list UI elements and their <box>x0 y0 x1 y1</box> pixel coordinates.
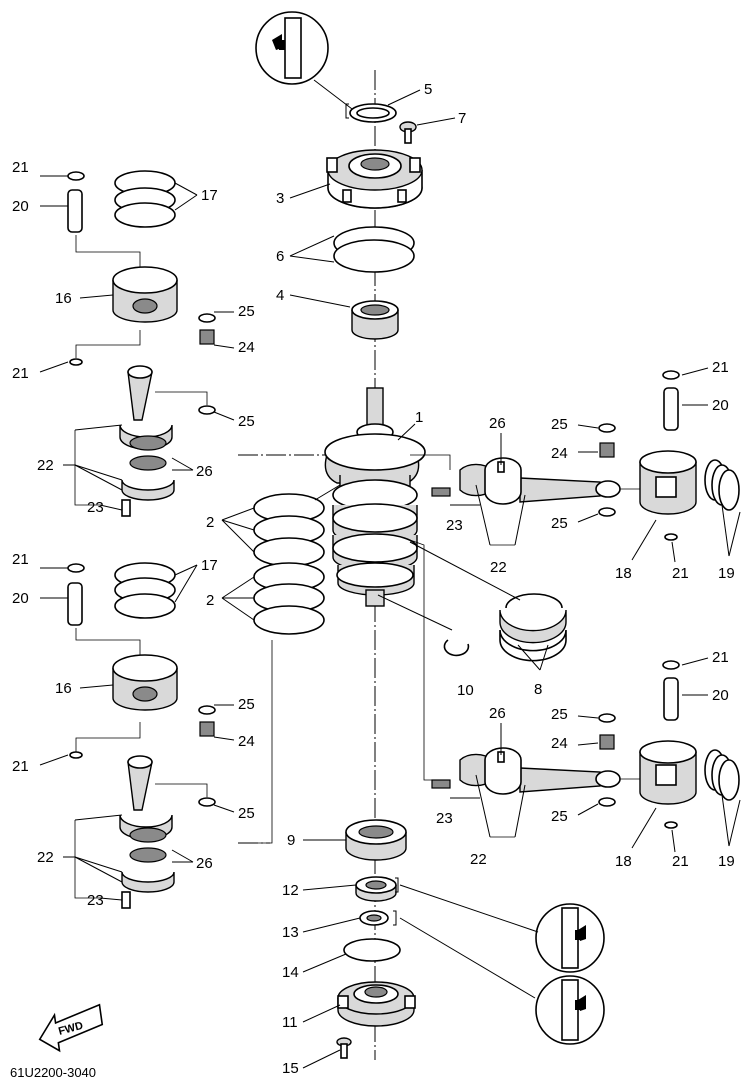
right-upper-assembly <box>431 370 740 541</box>
callout-24d: 24 <box>551 735 568 752</box>
bolt-15 <box>336 1037 352 1059</box>
callout-21g: 21 <box>712 649 729 666</box>
callout-21c: 21 <box>12 551 29 568</box>
callout-22a: 22 <box>37 457 54 474</box>
callout-19a: 19 <box>718 565 735 582</box>
callout-26d: 26 <box>489 705 506 722</box>
callout-12: 12 <box>282 882 299 899</box>
callout-25c: 25 <box>238 696 255 713</box>
lube-callout-top <box>255 11 357 113</box>
callout-23b: 23 <box>87 892 104 909</box>
ball-bearing-9 <box>345 819 407 861</box>
callout-25g: 25 <box>551 706 568 723</box>
needle-bearing-4 <box>351 300 399 340</box>
callout-17a: 17 <box>201 187 218 204</box>
diagram-code: 61U2200-3040 <box>10 1065 96 1080</box>
oil-seal-12 <box>355 876 399 902</box>
callout-14: 14 <box>282 964 299 981</box>
callout-8: 8 <box>534 681 542 698</box>
oil-seal-13 <box>359 910 397 926</box>
lower-bearing-housing-11 <box>337 981 416 1027</box>
callout-21f: 21 <box>672 565 689 582</box>
callout-24c: 24 <box>551 445 568 462</box>
callout-21h: 21 <box>672 853 689 870</box>
callout-20d: 20 <box>712 687 729 704</box>
callout-23d: 23 <box>436 810 453 827</box>
callout-11: 11 <box>282 1014 298 1031</box>
callout-24b: 24 <box>238 733 255 750</box>
oil-seal-5 <box>345 103 397 123</box>
o-rings-6 <box>333 226 415 273</box>
callout-26a: 26 <box>196 463 213 480</box>
split-bearing-8 <box>499 593 567 662</box>
callout-3: 3 <box>276 190 284 207</box>
lube-callout-bottom-1 <box>399 884 605 973</box>
callout-20b: 20 <box>12 590 29 607</box>
callout-10: 10 <box>457 682 474 699</box>
callout-7: 7 <box>458 110 466 127</box>
callout-25h: 25 <box>551 808 568 825</box>
callout-25e: 25 <box>551 416 568 433</box>
callout-22b: 22 <box>37 849 54 866</box>
callout-20a: 20 <box>12 198 29 215</box>
callout-26c: 26 <box>489 415 506 432</box>
lube-callout-bottom-2 <box>399 917 605 1045</box>
callout-23a: 23 <box>87 499 104 516</box>
callout-19b: 19 <box>718 853 735 870</box>
callout-23c: 23 <box>446 517 463 534</box>
crankshaft-1 <box>324 387 426 607</box>
left-lower-assembly <box>67 562 216 909</box>
callout-21e: 21 <box>712 359 729 376</box>
o-ring-14 <box>343 938 401 962</box>
callout-20c: 20 <box>712 397 729 414</box>
callout-21a: 21 <box>12 159 29 176</box>
bolt-7 <box>399 121 417 144</box>
piston-rings-2 <box>253 493 325 635</box>
callout-4: 4 <box>276 287 284 304</box>
callout-2b: 2 <box>206 592 214 609</box>
callout-1: 1 <box>415 409 423 426</box>
callout-16b: 16 <box>55 680 72 697</box>
callout-6: 6 <box>276 248 284 265</box>
left-upper-assembly <box>67 170 216 517</box>
callout-22c: 22 <box>490 559 507 576</box>
right-lower-assembly <box>431 660 740 829</box>
callout-9: 9 <box>287 832 295 849</box>
callout-25f: 25 <box>551 515 568 532</box>
callout-26b: 26 <box>196 855 213 872</box>
callout-13: 13 <box>282 924 299 941</box>
upper-bearing-housing-3 <box>326 149 423 209</box>
callout-5: 5 <box>424 81 432 98</box>
callout-25d: 25 <box>238 805 255 822</box>
callout-17b: 17 <box>201 557 218 574</box>
callout-18b: 18 <box>615 853 632 870</box>
callout-16a: 16 <box>55 290 72 307</box>
callout-25a: 25 <box>238 303 255 320</box>
callout-2a: 2 <box>206 514 214 531</box>
callout-21b: 21 <box>12 365 29 382</box>
callout-25b: 25 <box>238 413 255 430</box>
callout-18a: 18 <box>615 565 632 582</box>
callout-15: 15 <box>282 1060 299 1077</box>
callout-24a: 24 <box>238 339 255 356</box>
callout-21d: 21 <box>12 758 29 775</box>
callout-22d: 22 <box>470 851 487 868</box>
circlip-10 <box>443 639 470 657</box>
forward-arrow-icon: FWD <box>38 1003 104 1053</box>
